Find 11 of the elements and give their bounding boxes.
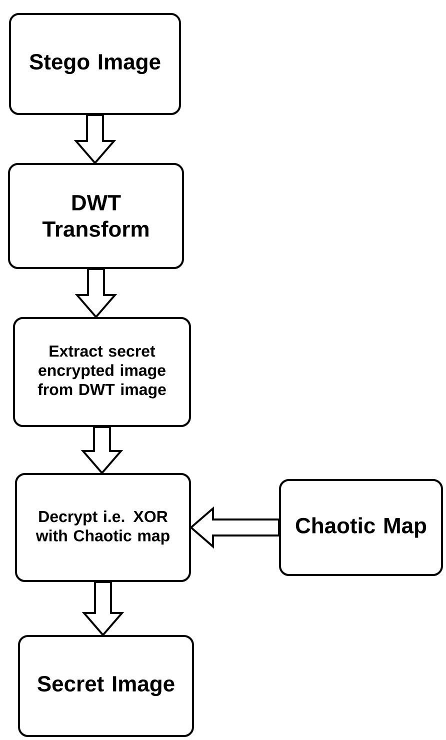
process-box: Decrypt i.e. XOR with Chaotic map bbox=[15, 473, 191, 582]
block-arrow bbox=[74, 268, 118, 319]
process-box: Stego Image bbox=[9, 13, 181, 115]
process-box: DWT Transform bbox=[8, 163, 184, 269]
process-box: Extract secret encrypted image from DWT image bbox=[13, 317, 191, 427]
block-arrow bbox=[74, 114, 116, 165]
block-arrow bbox=[80, 426, 124, 475]
block-arrow bbox=[82, 581, 124, 637]
process-box: Secret Image bbox=[18, 635, 194, 737]
process-box: Chaotic Map bbox=[279, 479, 443, 576]
block-arrow bbox=[189, 506, 280, 549]
